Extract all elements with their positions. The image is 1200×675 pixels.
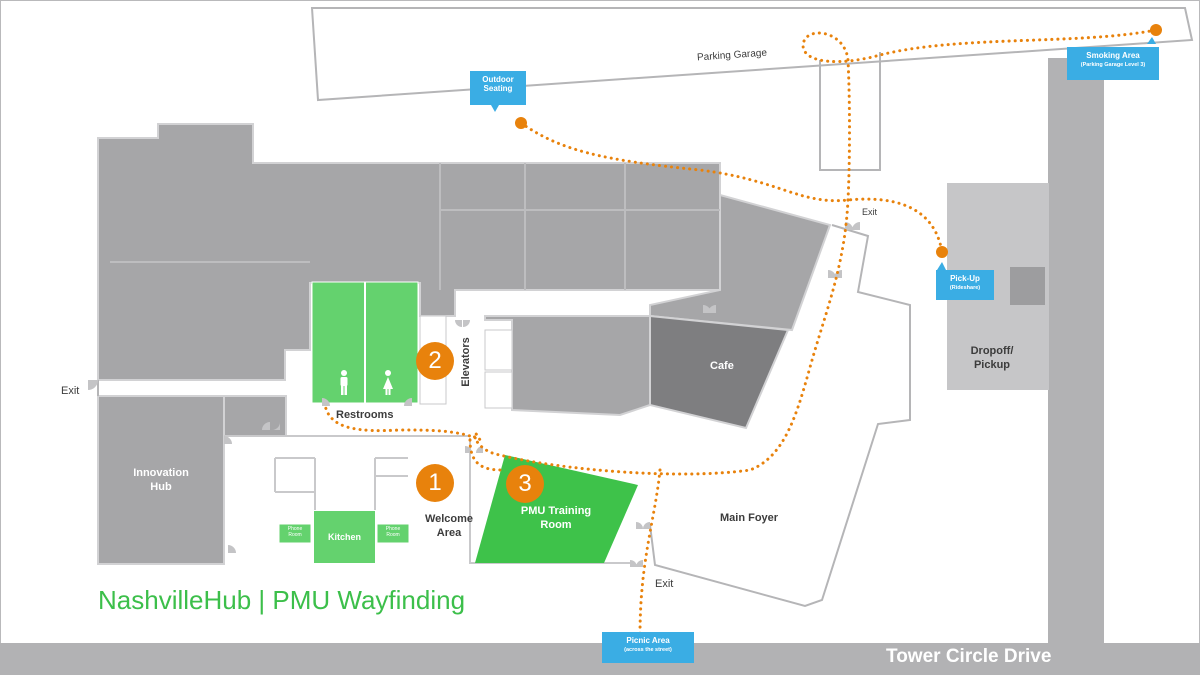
marker-2: 2 xyxy=(416,342,454,380)
route-outdoor-seating-to-pickup xyxy=(519,121,944,254)
main-foyer-outline xyxy=(649,224,911,608)
side-road xyxy=(1048,58,1104,643)
marker-1: 1 xyxy=(416,464,454,502)
outdoor-seating-dot xyxy=(515,117,527,129)
smoking-area-callout: Smoking Area (Parking Garage Level 3) xyxy=(1067,47,1159,80)
interior-partitions xyxy=(110,163,720,290)
outdoor-seating-callout: Outdoor Seating xyxy=(470,71,526,105)
phone-room-right xyxy=(376,523,410,544)
elevator-car xyxy=(484,371,513,409)
exit-label-south: Exit xyxy=(655,578,674,590)
exit-label-west: Exit xyxy=(61,385,80,397)
innovation-hub-label: Innovation Hub xyxy=(133,467,189,493)
elevator-car xyxy=(484,329,513,371)
kitchen-walls xyxy=(274,457,408,510)
pickup-dot xyxy=(936,246,948,258)
main-foyer-label: Main Foyer xyxy=(720,512,779,524)
route-to-smoking-area xyxy=(801,28,1158,202)
restrooms-label: Restrooms xyxy=(336,409,394,421)
phone-room-left xyxy=(278,523,312,544)
womens-restroom-icon xyxy=(383,370,393,395)
walking-route xyxy=(323,28,1158,637)
pickup-callout: Pick-Up (Rideshare) xyxy=(936,270,994,300)
elevators-label: Elevators xyxy=(460,337,472,387)
route-main-corridor xyxy=(323,198,850,476)
street-label: Tower Circle Drive xyxy=(886,646,1052,667)
mens-restroom-icon xyxy=(340,370,348,395)
picnic-area-callout: Picnic Area (across the street) xyxy=(602,632,694,663)
kitchen-label: Kitchen xyxy=(327,532,361,542)
map-title: NashvilleHub | PMU Wayfinding xyxy=(98,585,466,615)
welcome-area-label: Welcome Area xyxy=(424,513,474,539)
cafe-label: Cafe xyxy=(710,360,734,372)
cafe-room xyxy=(649,314,790,430)
marker-3: 3 xyxy=(506,465,544,503)
dropoff-kiosk xyxy=(1010,267,1045,305)
route-to-training-room xyxy=(468,438,507,472)
road xyxy=(0,643,1200,675)
exit-label-north: Exit xyxy=(862,207,878,217)
pmu-training-room-label: PMU Training Room xyxy=(520,505,592,531)
route-to-picnic-area xyxy=(638,468,662,637)
kitchen-room xyxy=(314,511,375,563)
phone-room-label: Phone Room xyxy=(385,526,401,538)
smoking-area-dot xyxy=(1150,24,1162,36)
parking-garage-outline xyxy=(310,7,1194,102)
phone-room-label: Phone Room xyxy=(287,526,303,538)
innovation-hub-room xyxy=(97,395,225,565)
dropoff-label: Dropoff/ Pickup xyxy=(970,345,1014,371)
